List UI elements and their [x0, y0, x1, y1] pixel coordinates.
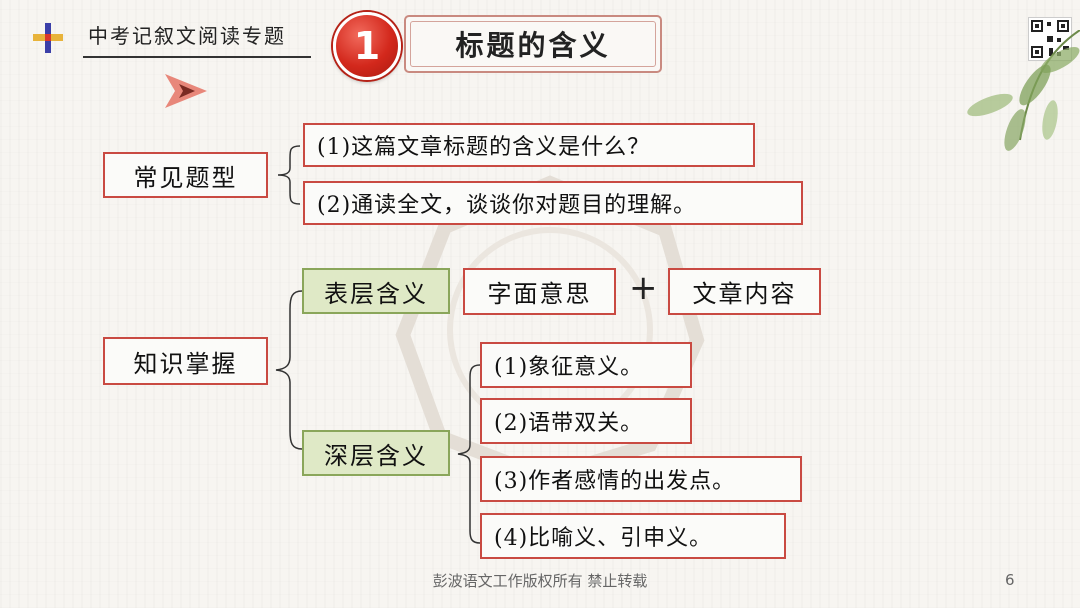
- common-questions-label: 常见题型: [103, 152, 268, 198]
- page-number: 6: [1005, 571, 1015, 589]
- header-underline: [83, 56, 311, 58]
- qr-code-icon: [1028, 17, 1072, 61]
- plus-sign: +: [629, 268, 658, 308]
- section-number-badge: 1: [333, 12, 401, 80]
- question-item-1: (1)这篇文章标题的含义是什么？: [303, 123, 755, 167]
- deep-item-3: (3)作者感情的出发点。: [480, 456, 802, 502]
- brace-common-questions-icon: [277, 145, 301, 205]
- arrow-decoration-icon: [165, 74, 207, 108]
- surface-meaning-label: 表层含义: [302, 268, 450, 314]
- decorative-cross-icon: [33, 23, 63, 53]
- brace-deep-meaning-icon: [457, 364, 481, 544]
- deep-meaning-label: 深层含义: [302, 430, 450, 476]
- article-content-box: 文章内容: [668, 268, 821, 315]
- knowledge-label: 知识掌握: [103, 337, 268, 385]
- question-item-2: (2)通读全文，谈谈你对题目的理解。: [303, 181, 803, 225]
- leaves-decoration-icon: [967, 30, 1080, 151]
- deep-item-1: (1)象征意义。: [480, 342, 692, 388]
- series-title: 中考记叙文阅读专题: [88, 24, 286, 48]
- section-title: 标题的含义: [455, 29, 611, 62]
- deep-item-4: (4)比喻义、引申义。: [480, 513, 786, 559]
- deep-item-2: (2)语带双关。: [480, 398, 692, 444]
- footer-copyright: 彭波语文工作版权所有 禁止转载: [432, 572, 648, 590]
- literal-meaning-box: 字面意思: [463, 268, 616, 315]
- section-title-box: 标题的含义: [404, 15, 662, 73]
- brace-knowledge-icon: [275, 290, 303, 450]
